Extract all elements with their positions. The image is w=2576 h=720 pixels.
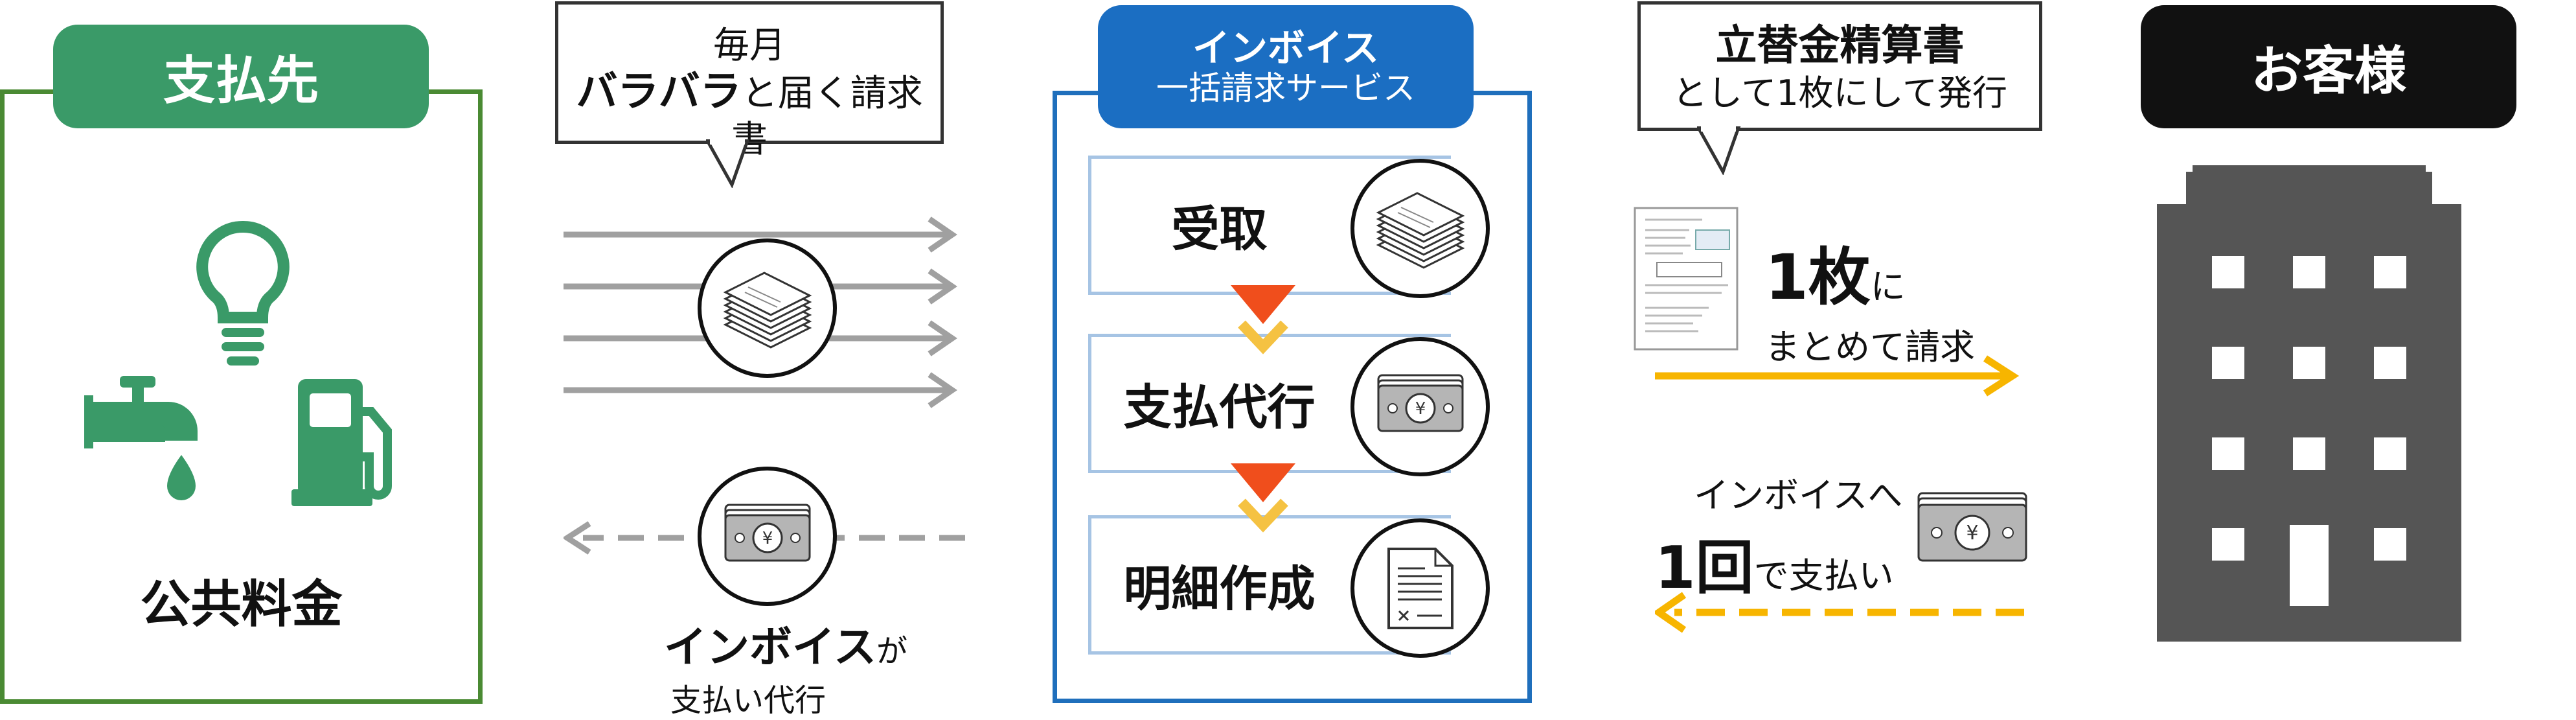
step-receive-label: 受取 — [1171, 202, 1268, 257]
bundle-text: 1枚に まとめて請求 — [1765, 227, 2057, 369]
service-title-line1: インボイス — [1192, 25, 1380, 70]
supplier-title: 支払先 — [53, 25, 429, 128]
callout-monthly-bills: 毎月 バラバラと届く請求書 — [555, 1, 944, 161]
payment-once-rest: で支払い — [1753, 555, 1894, 596]
customer-title: お客様 — [2141, 5, 2516, 128]
callout-reimburse-line1: 立替金精算書 — [1715, 22, 1965, 70]
gas-pump-icon — [291, 379, 392, 506]
bundle-line2: まとめて請求 — [1765, 327, 1975, 367]
step-statement-label: 明細作成 — [1123, 561, 1316, 617]
svg-text:¥: ¥ — [1415, 399, 1426, 419]
banknote-icon: ¥ — [1351, 337, 1490, 476]
payment-once-big: 1回 — [1655, 534, 1754, 602]
callout-reimburse-tail — [1697, 126, 1741, 175]
payment-back-gold-arrow — [1655, 592, 2024, 633]
faucet-icon — [84, 376, 198, 500]
svg-text:¥: ¥ — [1966, 522, 1978, 544]
svg-text:¥: ¥ — [762, 529, 773, 548]
documents-stack-icon — [698, 238, 837, 378]
billing-arrow — [1655, 355, 2020, 397]
banknote-icon: ¥ — [698, 467, 837, 606]
banknote-icon: ¥ — [1917, 492, 2027, 562]
office-building-icon — [2157, 165, 2461, 642]
step-arrow-2 — [1231, 463, 1295, 533]
payment-once-text: インボイスへ 1回で支払い — [1655, 467, 1927, 605]
documents-stack-icon — [1351, 159, 1490, 298]
invoice-pays-note: インボイスが 支払い代行 — [664, 612, 936, 720]
payment-once-line1: インボイスへ — [1694, 475, 1903, 516]
lightbulb-icon — [196, 220, 290, 366]
callout-monthly-tail — [706, 139, 750, 188]
service-title-line2: 一括請求サービス — [1156, 69, 1415, 107]
payment-back-arrow — [564, 521, 965, 555]
callout-monthly-rest: と届く請求書 — [731, 73, 923, 161]
step-payment-label: 支払代行 — [1123, 380, 1316, 435]
step-arrow-1 — [1231, 285, 1295, 354]
statement-icon — [1351, 518, 1490, 658]
reimbursement-document-thumbnail — [1634, 207, 1738, 351]
callout-monthly-bold: バラバラ — [576, 68, 742, 117]
callout-reimburse-line2: として1枚にして発行 — [1672, 72, 2008, 113]
bundle-small: に — [1870, 266, 1906, 307]
callout-monthly-line1: 毎月 — [713, 25, 786, 67]
supplier-label: 公共料金 — [140, 575, 343, 634]
invoice-pays-bold: インボイス — [664, 622, 877, 672]
invoice-pays-rest: が — [876, 633, 908, 669]
callout-reimbursement: 立替金精算書 として1枚にして発行 — [1637, 1, 2042, 131]
service-title: インボイス 一括請求サービス — [1098, 5, 1474, 128]
invoice-pays-line2: 支払い代行 — [670, 682, 826, 719]
bundle-big: 1枚 — [1765, 241, 1871, 314]
